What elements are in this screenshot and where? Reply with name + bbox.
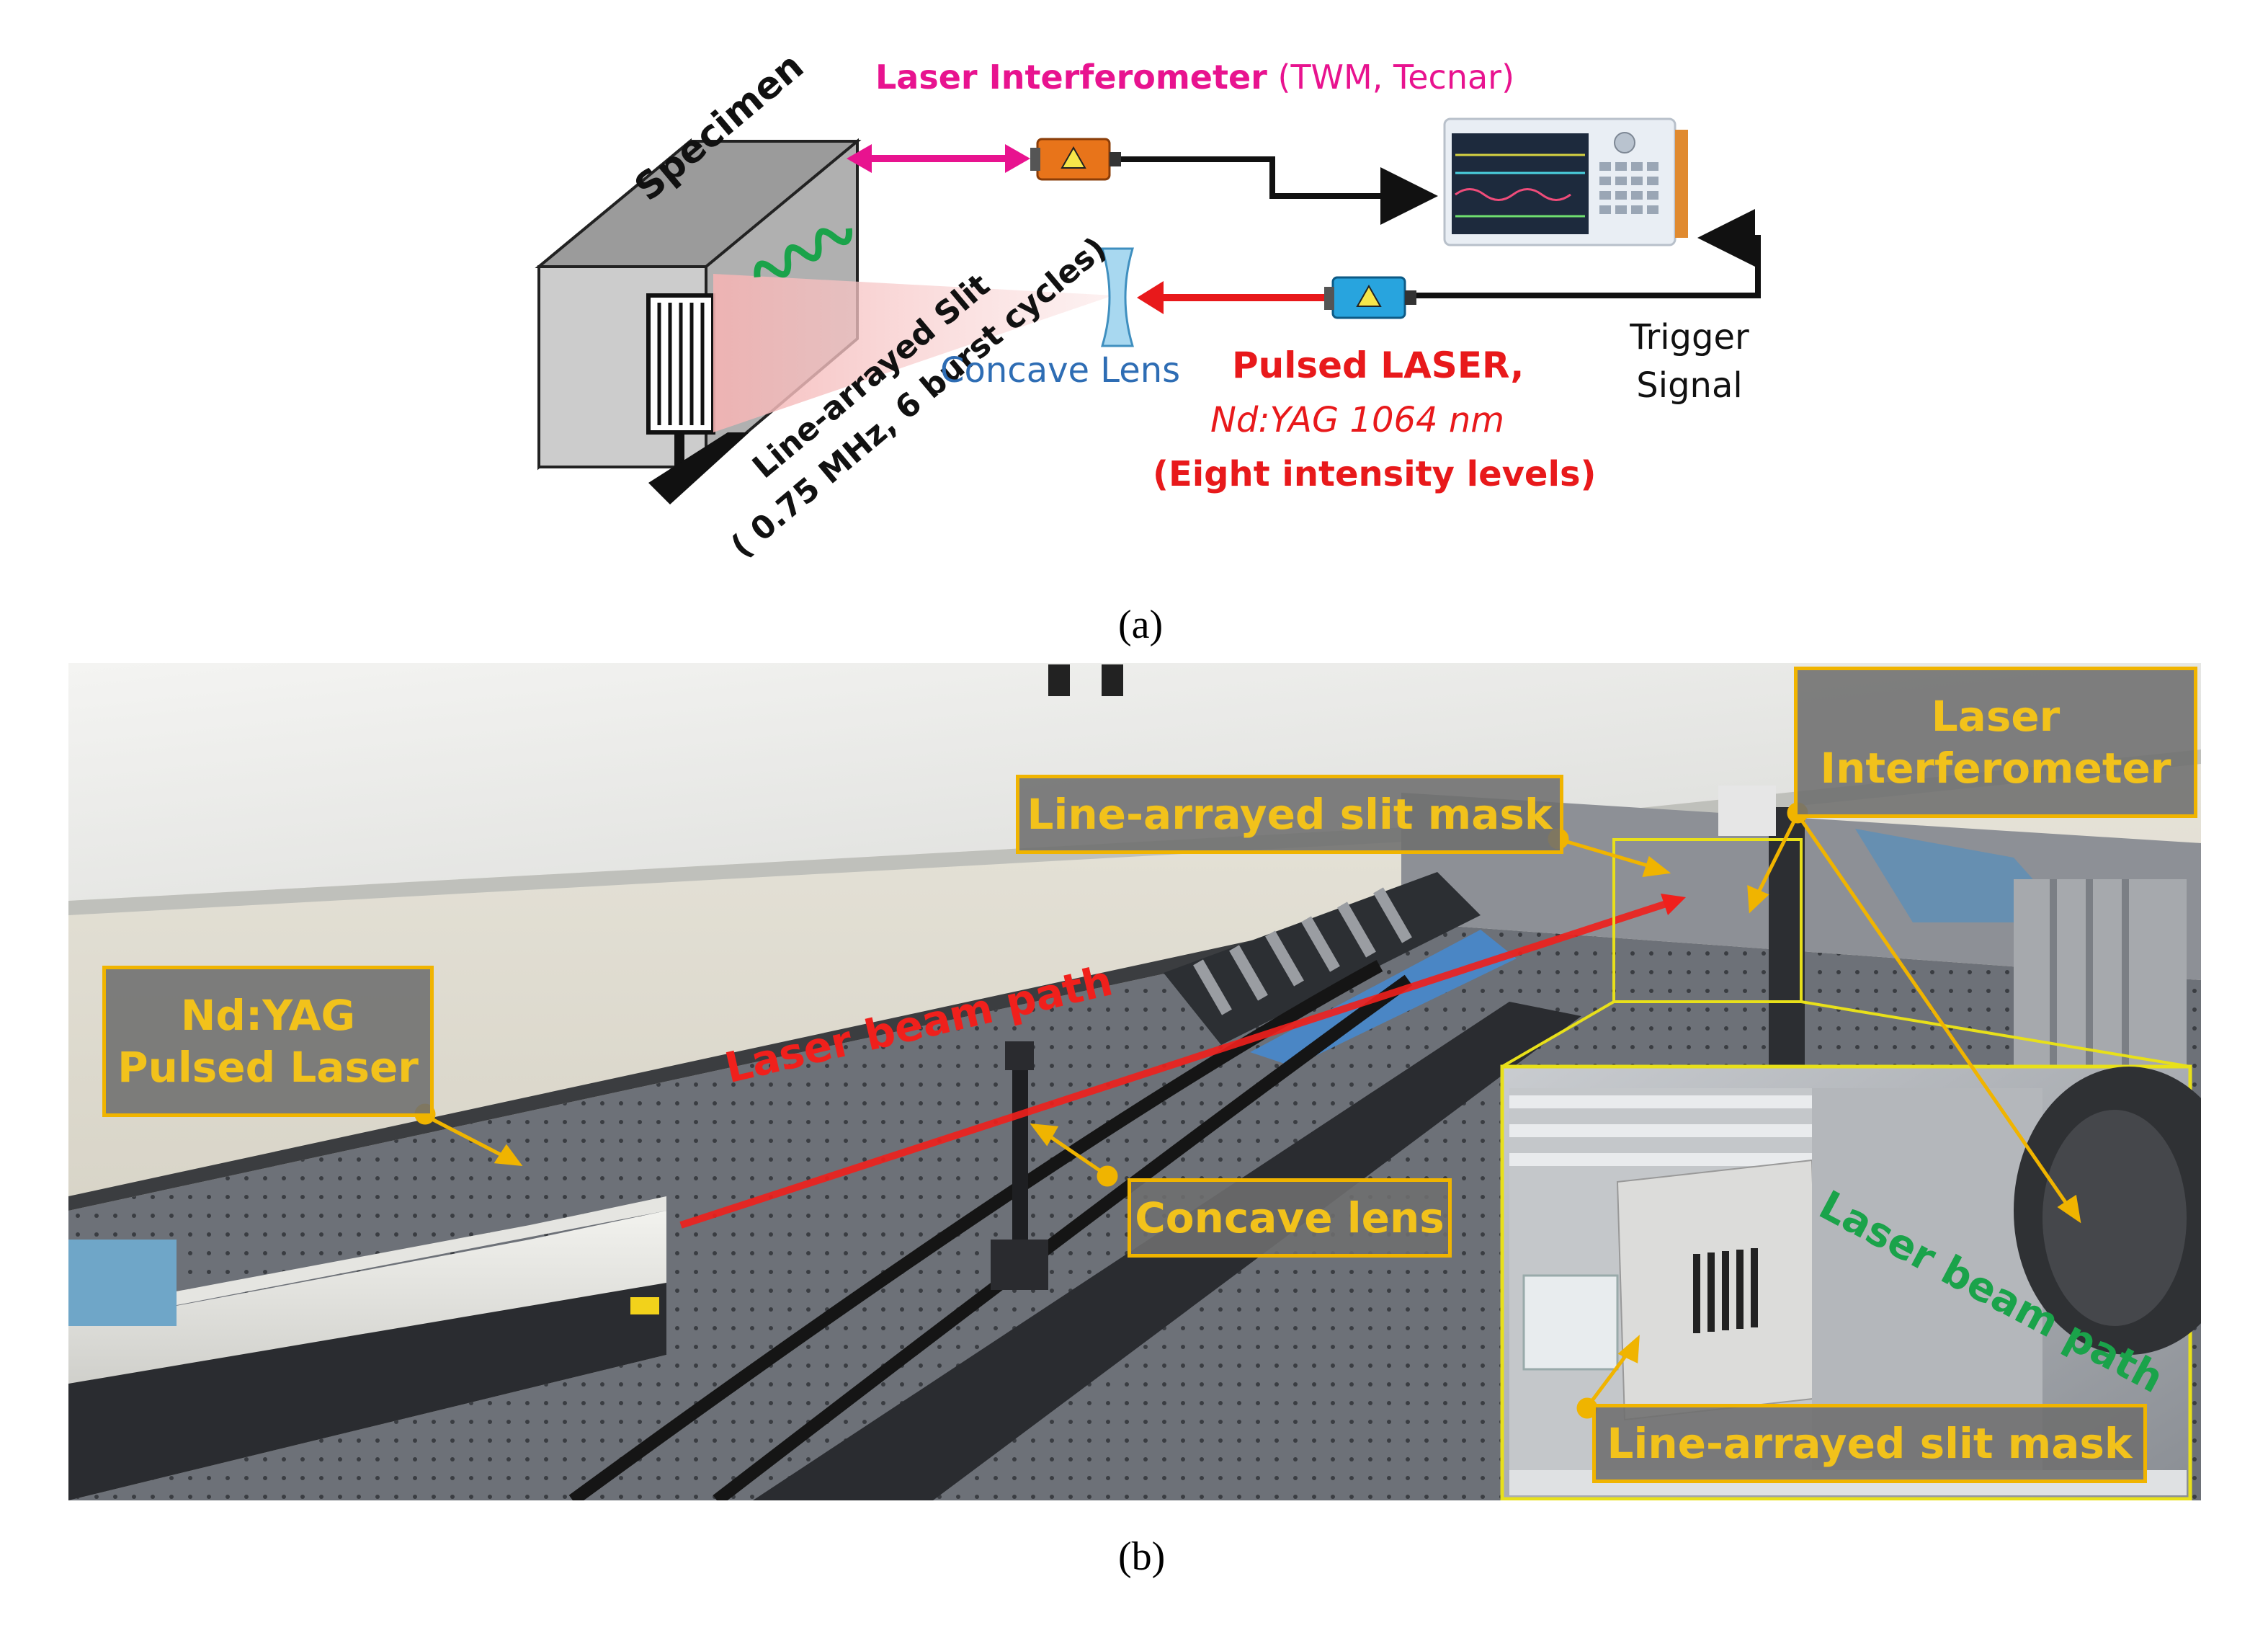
concave-lens-label: Concave Lens xyxy=(940,350,1181,391)
interferometer-box-line-1: Laser xyxy=(1931,691,2061,741)
interferometer-label: Laser Interferometer (TWM, Tecnar) xyxy=(875,58,1514,97)
caption-b: (b) xyxy=(1118,1534,1166,1579)
ndyag-box-line-1: Nd:YAG xyxy=(180,990,356,1040)
pulsed-laser-head xyxy=(1324,276,1416,319)
slit-stand xyxy=(646,293,749,504)
interferometer-label-box: Laser Interferometer xyxy=(1794,667,2197,818)
pulsed-laser-arrow xyxy=(1137,281,1324,314)
concave-lens-icon xyxy=(1100,247,1135,347)
red-beam-line xyxy=(679,897,1677,1229)
interferometer-model: (TWM, Tecnar) xyxy=(1277,58,1515,97)
ndyag-label: Nd:YAG 1064 nm xyxy=(1210,400,1505,440)
slit-highlight-box xyxy=(1612,838,1803,1003)
ndyag-laser-body xyxy=(68,1196,666,1500)
ndyag-box-line-2: Pulsed Laser xyxy=(117,1043,419,1092)
concave-lens-label-box: Concave lens xyxy=(1128,1178,1452,1258)
ultrasonic-wave xyxy=(754,228,852,278)
interferometer-beam-arrow xyxy=(847,144,1030,173)
trigger-line-1: Trigger xyxy=(1630,317,1749,357)
schematic-diagram xyxy=(535,117,1761,504)
trigger-wire xyxy=(1416,209,1761,298)
ndyag-label-box: Nd:YAG Pulsed Laser xyxy=(102,966,434,1117)
trigger-line-2: Signal xyxy=(1636,365,1743,406)
slit-mask-label-box-top: Line-arrayed slit mask xyxy=(1016,775,1563,854)
oscilloscope xyxy=(1443,117,1688,246)
slit-mask-label-box-inset: Line-arrayed slit mask xyxy=(1592,1404,2147,1483)
interferometer-head xyxy=(1030,138,1121,181)
interferometer-box-line-2: Interferometer xyxy=(1820,744,2171,793)
pulsed-laser-label: Pulsed LASER, xyxy=(1232,344,1524,386)
signal-wire xyxy=(1121,156,1438,225)
caption-a: (a) xyxy=(1118,602,1164,647)
interferometer-name: Laser Interferometer xyxy=(875,58,1267,97)
laser-cone xyxy=(713,274,1113,432)
intensity-label: (Eight intensity levels) xyxy=(1153,454,1597,494)
trigger-label: Trigger Signal xyxy=(1614,313,1765,410)
